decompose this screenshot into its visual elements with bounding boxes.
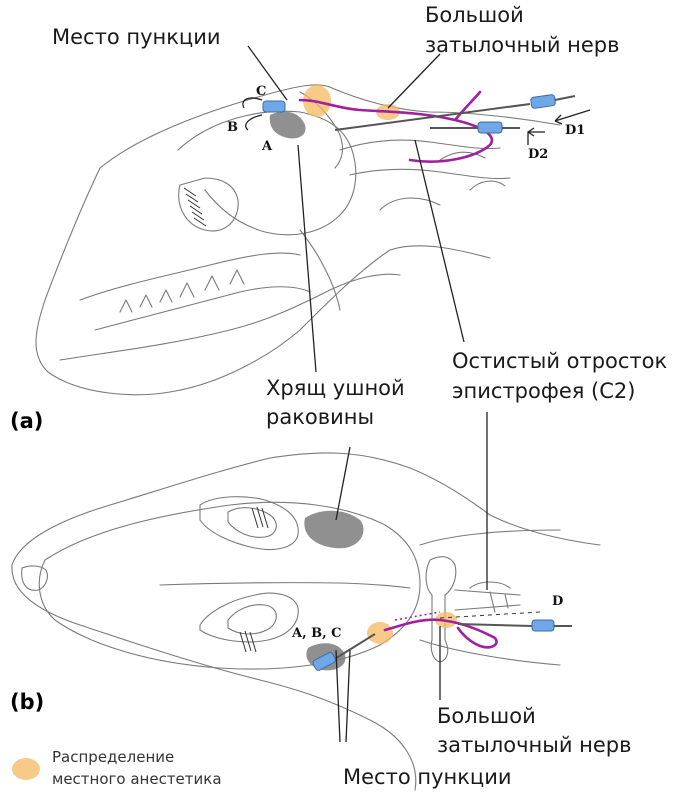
syringe-b-abc xyxy=(312,651,336,671)
mark-d1: D1 xyxy=(565,123,585,138)
spread-b-puncture xyxy=(367,622,393,644)
panel-a: Место пункции Большой затылочный нерв Ос… xyxy=(10,3,667,433)
label-b-nerve-2: затылочный нерв xyxy=(437,733,632,757)
legend-line-2: местного анестетика xyxy=(52,770,222,788)
maxilla-a xyxy=(79,252,311,331)
teeth-a xyxy=(119,269,245,313)
orbit-b-upper-inner xyxy=(227,507,277,538)
mark-d2: D2 xyxy=(528,147,548,162)
label-a-spinous-2: эпистрофея (C2) xyxy=(452,379,635,403)
vertebra-b xyxy=(425,556,457,663)
head-outline-a xyxy=(35,84,561,396)
leader-a-nerve xyxy=(387,53,441,109)
label-a-puncture: Место пункции xyxy=(52,25,221,49)
label-a-cartilage-2: раковины xyxy=(266,405,374,429)
mark-abc: A, B, C xyxy=(291,626,342,641)
label-a-nerve-2: затылочный нерв xyxy=(425,33,620,57)
syringe-d2 xyxy=(477,121,503,134)
legend: Распределение местного анестетика xyxy=(12,748,222,788)
mark-d-b: D xyxy=(552,594,563,609)
leader-b-puncture-2 xyxy=(345,649,351,743)
hatch-a xyxy=(183,187,207,227)
suture-b xyxy=(159,582,411,589)
nerve-a xyxy=(298,90,494,163)
label-b-nerve-1: Большой xyxy=(437,704,536,728)
panel-b-tag: (b) xyxy=(10,690,44,714)
cranium-a xyxy=(177,110,357,236)
neck-outline-b xyxy=(419,529,561,666)
arrow-c xyxy=(242,97,263,109)
mark-b: B xyxy=(227,120,238,135)
nerve-b xyxy=(383,618,498,649)
arrow-d2 xyxy=(527,127,545,145)
spine-b xyxy=(454,581,521,613)
orbit-b-lower xyxy=(199,592,299,643)
nose-b xyxy=(21,565,48,591)
mark-a: A xyxy=(261,139,273,154)
label-a-cartilage-1: Хрящ ушной xyxy=(266,376,405,400)
shade-b-upper xyxy=(304,510,364,549)
panel-a-tag: (a) xyxy=(10,409,43,433)
syringe-a-left xyxy=(262,100,286,113)
syringe-b-d xyxy=(531,619,555,632)
syringe-d1 xyxy=(530,94,556,109)
label-a-nerve-1: Большой xyxy=(425,3,524,27)
legend-line-1: Распределение xyxy=(52,748,174,766)
leader-a-cartilage xyxy=(297,144,317,373)
panel-b: A, B, C D Большой затылочный нерв Место … xyxy=(10,412,632,791)
needle-d1 xyxy=(334,103,531,131)
arrow-b xyxy=(245,114,263,131)
vertebrae-a xyxy=(339,139,511,211)
leader-a-spinous xyxy=(414,139,465,343)
leader-a-puncture xyxy=(247,45,288,101)
leader-b-puncture-1 xyxy=(335,649,341,743)
hatch-b xyxy=(239,506,269,653)
orbit-a xyxy=(178,177,239,232)
orbit-b-lower-inner xyxy=(227,604,277,635)
needle-b-abc xyxy=(332,633,376,661)
orbit-b-upper xyxy=(199,496,299,551)
needle-b-d xyxy=(457,623,533,627)
mark-c: C xyxy=(256,84,266,99)
leader-b-cartilage xyxy=(335,446,351,521)
arrow-d1 xyxy=(554,109,591,125)
label-b-puncture: Место пункции xyxy=(343,765,512,789)
shade-a xyxy=(269,111,306,139)
legend-swatch xyxy=(12,758,40,780)
cranium-b xyxy=(38,501,421,670)
label-a-spinous-1: Остистый отросток xyxy=(452,349,667,373)
dashed-b xyxy=(439,611,541,619)
needle-d1-barrel xyxy=(554,95,576,101)
